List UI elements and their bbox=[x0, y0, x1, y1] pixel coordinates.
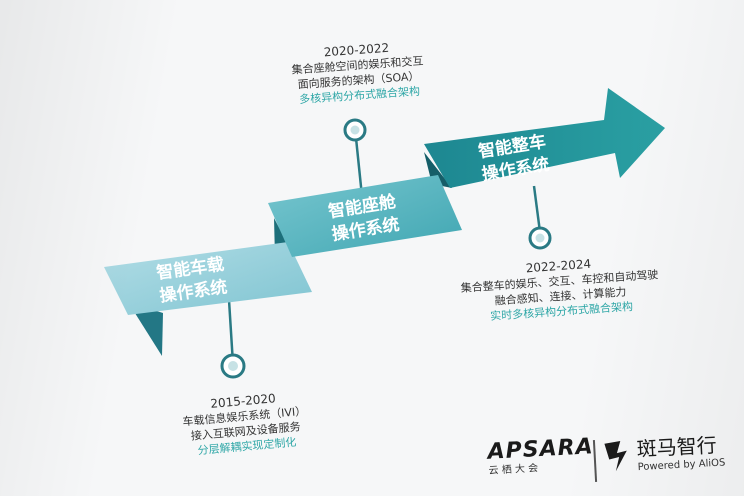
timeline-node-3 bbox=[528, 226, 552, 250]
apsara-logo: APSARA 云 栖 大 会 bbox=[487, 434, 595, 478]
timeline-node-2 bbox=[343, 118, 367, 142]
ribbon-segment-3 bbox=[424, 88, 665, 188]
ribbon-segment-2 bbox=[268, 175, 462, 257]
banma-name: 斑马智行 bbox=[636, 432, 718, 462]
ribbon-segment-1 bbox=[104, 242, 312, 315]
banma-icon bbox=[604, 440, 627, 472]
timeline-node-1 bbox=[220, 353, 246, 379]
ribbon-fold-1 bbox=[128, 302, 163, 356]
stage-label-1: 智能车载 操作系统 bbox=[155, 253, 229, 308]
connector-line-3 bbox=[532, 185, 542, 233]
connector-line-1 bbox=[227, 299, 235, 365]
